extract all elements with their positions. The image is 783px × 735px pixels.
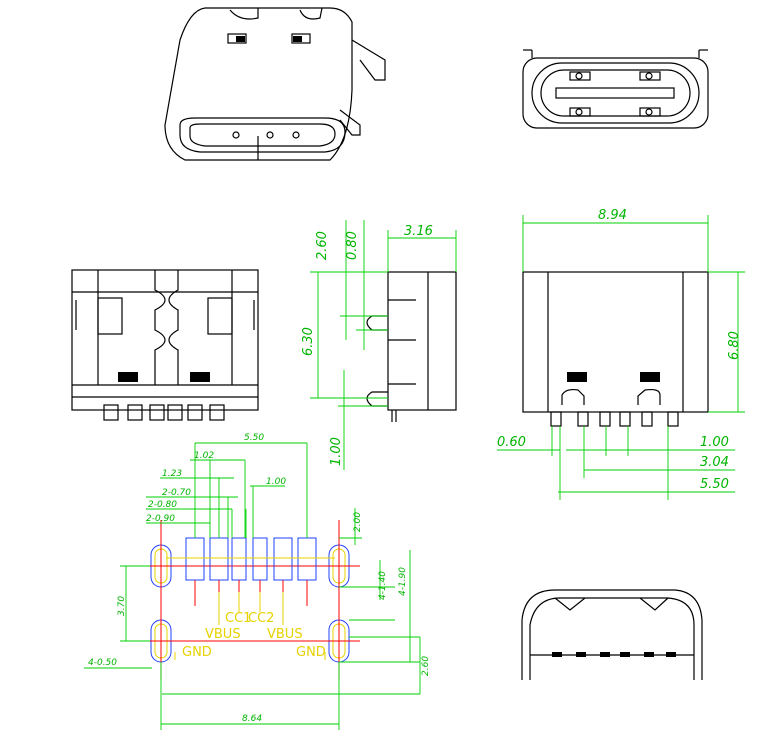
dim-side-080: 0.80: [345, 231, 360, 260]
dim-fp-550: 5.50: [244, 433, 264, 443]
dim-fp-4x190: 4-1.90: [398, 567, 408, 596]
label-cc1: CC1: [225, 611, 251, 626]
dim-fp-260: 2.60: [421, 656, 431, 676]
dim-end-680: 6.80: [727, 331, 742, 360]
side-view: 2.60 0.80 3.16 6.30 1.00: [301, 220, 457, 470]
dim-side-630: 6.30: [301, 327, 316, 356]
dim-fp-123: 1.23: [162, 469, 182, 479]
dim-side-100: 1.00: [329, 437, 344, 466]
dim-fp-2x090: 2-0.90: [146, 514, 175, 524]
pcb-footprint: 5.50 1.02 1.23 2-0.70 2-0.80 2-0.90 1.00…: [84, 433, 431, 730]
bottom-end-view: [521, 589, 703, 680]
label-gnd-right: GND: [296, 645, 326, 660]
dim-end-060: 0.60: [497, 435, 526, 450]
label-gnd-left: GND: [182, 645, 212, 660]
dim-fp-100: 1.00: [266, 477, 286, 487]
end-view: 8.94 6.80 0.60 1.00 3.04 5.50: [497, 208, 745, 500]
top-view: [71, 269, 259, 421]
dim-fp-4x140: 4-1.40: [378, 571, 388, 600]
dim-end-894: 8.94: [598, 208, 627, 223]
dim-end-304: 3.04: [700, 455, 729, 470]
dim-fp-2x080: 2-0.80: [148, 500, 177, 510]
dim-fp-4x050: 4-0.50: [88, 658, 117, 668]
dim-end-550: 5.50: [700, 477, 729, 492]
isometric-view: [164, 7, 386, 161]
label-vbus-right: VBUS: [267, 627, 303, 642]
dim-fp-370: 3.70: [117, 596, 127, 616]
dim-side-316: 3.16: [404, 224, 433, 239]
label-cc2: CC2: [248, 611, 274, 626]
dim-fp-864: 8.64: [242, 714, 262, 724]
label-vbus-left: VBUS: [205, 627, 241, 642]
dim-end-100: 1.00: [700, 435, 729, 450]
dim-side-260: 2.60: [315, 231, 330, 260]
dim-fp-2x070: 2-0.70: [162, 488, 191, 498]
front-end-view: [522, 49, 709, 129]
dim-fp-102: 1.02: [194, 451, 214, 461]
dim-fp-200: 2.00: [353, 512, 363, 532]
